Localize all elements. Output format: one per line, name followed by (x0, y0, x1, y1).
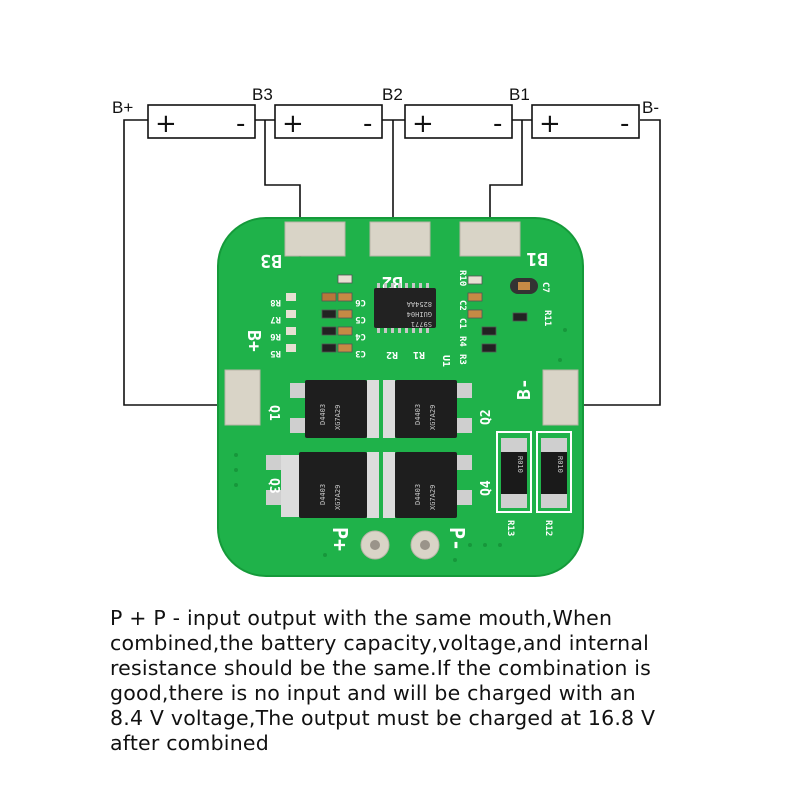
ic-marking-line-3: S9771 (411, 320, 432, 328)
mosfet-q4 (383, 452, 472, 518)
silk-r8: R8 (270, 297, 281, 307)
output-pads (360, 530, 440, 560)
battery-cell-4 (531, 104, 640, 139)
silk-r13: R13 (505, 520, 515, 536)
ic-marking-line-1: 8254AA (406, 300, 432, 308)
wire-b3 (264, 120, 301, 222)
label-b1: B1 (509, 85, 530, 104)
mosfet-q1 (290, 380, 379, 438)
passive-components-left (286, 274, 353, 353)
silk-c4: C4 (355, 331, 366, 341)
silk-r6: R6 (270, 331, 281, 341)
silk-c7: C7 (540, 282, 550, 293)
battery-cell-2 (274, 104, 383, 139)
silk-r12: R12 (543, 520, 553, 536)
silk-right-labels: R10 C2 C1 R4 R3 C7 R11 (457, 270, 552, 365)
shunt-marking: R010 (556, 456, 564, 473)
mosfet-marking: D4403 (319, 404, 327, 425)
pad-b-minus (542, 369, 579, 426)
mosfet-marking: XG7A29 (334, 405, 342, 430)
cell-minus-sign: - (493, 109, 502, 139)
cell-minus-sign: - (363, 109, 372, 139)
mosfet-marking: D4403 (319, 484, 327, 505)
mosfet-marking: D4403 (414, 404, 422, 425)
silk-q2: Q2 (479, 409, 494, 425)
silk-c3: C3 (355, 348, 366, 358)
cell-plus-sign: + (282, 109, 304, 139)
silk-p-minus: P- (445, 527, 469, 551)
shunt-resistors: R010 R010 (496, 431, 572, 513)
silk-c2: C2 (457, 300, 467, 311)
silk-r10: R10 (457, 270, 467, 286)
battery-cells (147, 104, 640, 139)
silk-c6: C6 (355, 297, 366, 307)
silk-u1: U1 (440, 355, 451, 367)
silk-b-plus: B+ (243, 330, 264, 352)
wiring (123, 119, 661, 406)
shunt-marking: R010 (516, 456, 524, 473)
mosfet-q2 (383, 380, 472, 438)
silk-r2: R2 (386, 349, 398, 360)
label-b3: B3 (252, 85, 273, 104)
wire-b1 (489, 120, 523, 222)
wire-b-minus (575, 119, 661, 406)
label-b2: B2 (382, 85, 403, 104)
pad-b1 (459, 221, 521, 257)
mosfet-q3 (266, 452, 379, 518)
label-b-minus: B- (642, 98, 659, 117)
passive-components-right (467, 275, 538, 353)
battery-cell-3 (404, 104, 513, 139)
mosfet-marking: XG7A29 (429, 485, 437, 510)
mosfet-marking: D4403 (414, 484, 422, 505)
pad-b3 (284, 221, 346, 257)
silk-p-plus: P+ (328, 527, 352, 551)
silk-r4: R4 (457, 336, 467, 347)
silk-r3: R3 (457, 354, 467, 365)
label-b-plus: B+ (112, 98, 133, 117)
silk-c5: C5 (355, 314, 366, 324)
cell-plus-sign: + (539, 109, 561, 139)
silk-q3: Q3 (266, 478, 281, 494)
silk-r11: R11 (542, 310, 552, 326)
pad-b2 (369, 221, 431, 257)
silk-q1: Q1 (266, 405, 281, 421)
silk-c1: C1 (457, 318, 467, 329)
bms-wiring-diagram: + - + - + - + - B+ B3 B2 B1 B- B3 B2 B1 … (112, 85, 661, 577)
ic-u1: 8254AA GUIH04 S9771 (374, 283, 436, 333)
silk-r7: R7 (270, 314, 281, 324)
mosfet-marking: XG7A29 (429, 405, 437, 430)
cell-plus-sign: + (412, 109, 434, 139)
pad-b-plus (224, 369, 261, 426)
silk-b3: B3 (260, 250, 282, 271)
wire-b-plus (123, 119, 225, 406)
cell-signs: + - + - + - + - (155, 109, 629, 139)
silk-b1: B1 (526, 248, 548, 269)
caption-text: P + P - input output with the same mouth… (110, 606, 656, 755)
silk-b-minus: B- (514, 378, 535, 400)
vias (234, 253, 567, 562)
silk-left-labels: R8 R7 R6 R5 C6 C5 C4 C3 (270, 297, 366, 358)
silk-r5: R5 (270, 348, 281, 358)
mosfet-marking: XG7A29 (334, 485, 342, 510)
cell-minus-sign: - (236, 109, 245, 139)
pcb-board: B3 B2 B1 B+ B- R8 R7 R6 R5 C6 C5 (217, 217, 584, 577)
cell-plus-sign: + (155, 109, 177, 139)
battery-cell-1 (147, 104, 256, 139)
silk-q4: Q4 (479, 480, 494, 496)
ic-marking-line-2: GUIH04 (407, 310, 432, 318)
cell-minus-sign: - (620, 109, 629, 139)
mosfets: D4403 XG7A29 D4403 XG7A29 D4403 XG7A29 D… (266, 380, 472, 518)
silk-r1: R1 (413, 349, 425, 360)
